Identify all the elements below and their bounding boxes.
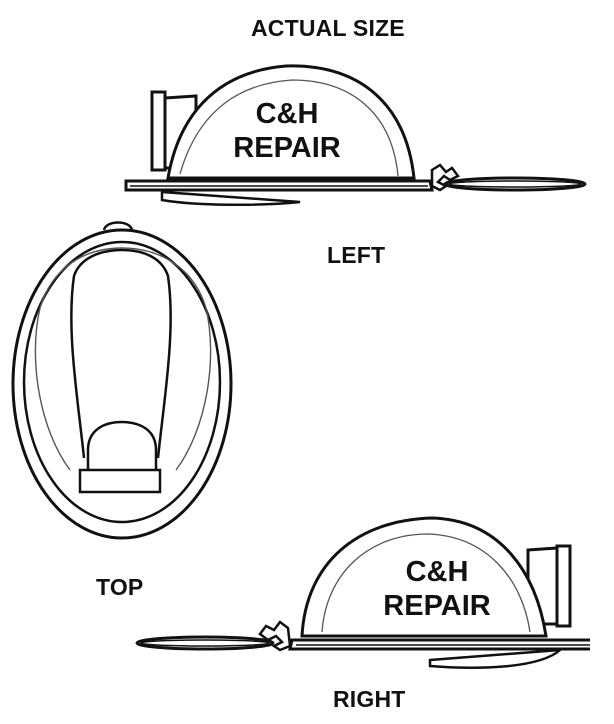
left-decal-line2: REPAIR [233,132,341,164]
keychain-ring [443,176,587,192]
helmet-top-shell-inner [34,247,212,471]
right-decal-line2: REPAIR [383,590,491,622]
helmet-top-view [11,221,233,540]
right-decal-line1: C&H [405,556,469,588]
keychain-links [430,163,460,192]
keychain-ring-inner [448,180,582,188]
helmet-underside [428,648,564,669]
helmet-left-view [124,64,587,207]
helmet-top-ridge [70,248,172,459]
helmet-top-visor-plate [78,468,162,494]
actual-size-title: ACTUAL SIZE [251,15,405,41]
left-decal-line1: C&H [255,98,319,130]
helmet-front-block [555,544,572,628]
helmet-underside [160,190,301,207]
helmet-top-brim-edge [22,240,222,524]
helmet-shell-inner-line [179,79,399,177]
right-view-label: RIGHT [333,686,406,712]
keychain-ring-inner [140,639,270,647]
helmet-shell [300,516,548,638]
keychain-links [258,620,292,652]
helmet-right-view [135,516,590,669]
right-decal-text: C&H REPAIR [382,555,492,623]
top-view-label: TOP [96,574,144,600]
helmet-rear-block [150,90,167,172]
left-view-label: LEFT [327,242,386,268]
helmet-top-tab [102,221,134,231]
left-decal-text: C&H REPAIR [232,97,342,165]
keychain-ring [135,635,275,651]
helmet-top-visor-arch [86,420,158,470]
helmet-shell [166,64,416,180]
helmet-shell-inner-line [321,533,531,633]
